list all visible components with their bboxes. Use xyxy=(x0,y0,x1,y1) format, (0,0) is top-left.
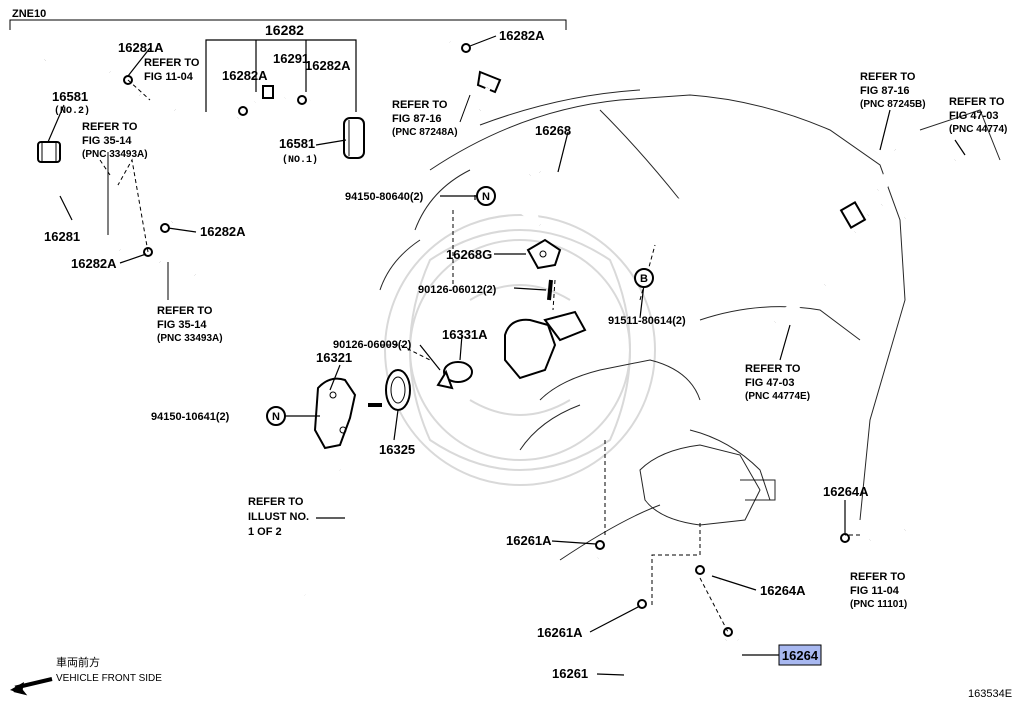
tee-16291 xyxy=(254,85,286,106)
label-16261A-top: 16261A xyxy=(506,533,552,548)
svg-text:N: N xyxy=(482,191,490,203)
label-16581-no1-sub: (NO.1) xyxy=(282,154,318,166)
model-code: ZNE10 xyxy=(12,8,46,20)
label-16282A-mid: 16282A xyxy=(305,58,351,73)
hose-16282 xyxy=(168,37,451,224)
clamp-16581-no1 xyxy=(343,117,365,159)
label-94150-80640: 94150-80640(2) xyxy=(345,191,424,203)
ref-fig-47-03-right: REFER TO FIG 47-03 (PNC 44774) xyxy=(949,96,1007,135)
label-16282A-a: 16282A xyxy=(200,224,246,239)
front-side-jp: 車両前方 xyxy=(56,655,100,669)
label-16581-no1: 16581 xyxy=(279,136,315,151)
label-16261: 16261 xyxy=(552,666,588,681)
label-16325: 16325 xyxy=(379,442,415,457)
valve-fitting xyxy=(476,70,502,111)
ref-fig-47-03-mid: REFER TO FIG 47-03 (PNC 44774E) xyxy=(745,363,810,402)
marker-b: B xyxy=(634,268,654,288)
outlet-16321 xyxy=(313,377,357,450)
label-16281: 16281 xyxy=(44,229,80,244)
engine-outline xyxy=(379,89,1001,561)
label-16264A-top: 16264A xyxy=(823,484,869,499)
gasket-16268G xyxy=(526,238,562,270)
hose-lower-ref xyxy=(303,468,380,608)
ref-fig-87-16-left: REFER TO FIG 87-16 (PNC 87248A) xyxy=(392,99,458,138)
ref-fig-87-16-right: REFER TO FIG 87-16 (PNC 87245B) xyxy=(860,71,926,110)
pipe-16268 xyxy=(517,169,884,291)
svg-text:B: B xyxy=(640,273,648,285)
label-16291: 16291 xyxy=(273,51,309,66)
gasket-16325 xyxy=(385,369,411,411)
label-16264A-mid: 16264A xyxy=(760,583,806,598)
label-16321: 16321 xyxy=(316,350,352,365)
ref-illust-1-of-2: REFER TO ILLUST NO. 1 OF 2 xyxy=(248,496,312,538)
ref-fig-11-04-top: REFER TO FIG 11-04 xyxy=(144,57,202,83)
vehicle-front-indicator: 車両前方 VEHICLE FRONT SIDE xyxy=(10,655,162,696)
label-16282A-left: 16282A xyxy=(222,68,268,83)
hose-16264 xyxy=(712,524,907,672)
label-16268G: 16268G xyxy=(446,247,492,262)
thermostat-16331A xyxy=(436,361,473,390)
ref-fig-11-04-bottom: REFER TO FIG 11-04 (PNC 11101) xyxy=(850,571,908,610)
front-side-en: VEHICLE FRONT SIDE xyxy=(56,673,162,684)
inlet-housing xyxy=(504,310,587,380)
ref-fig-35-14-top: REFER TO FIG 35-14 (PNC 33493A) xyxy=(82,121,148,160)
label-16581-no2-sub: (NO.2) xyxy=(54,105,90,117)
label-90126-06009: 90126-06009(2) xyxy=(333,339,412,351)
label-16268: 16268 xyxy=(535,123,571,138)
label-16282: 16282 xyxy=(265,22,304,38)
label-16281A: 16281A xyxy=(118,40,164,55)
svg-text:N: N xyxy=(272,411,280,423)
label-91511-80614: 91511-80614(2) xyxy=(608,315,686,327)
label-16264: 16264 xyxy=(782,648,819,663)
marker-n-upper: N xyxy=(476,186,496,206)
hose-16261 xyxy=(586,557,644,696)
ref-fig-35-14-bottom: REFER TO FIG 35-14 (PNC 33493A) xyxy=(157,305,223,344)
label-94150-10641: 94150-10641(2) xyxy=(151,411,230,423)
label-16261A-bot: 16261A xyxy=(537,625,583,640)
label-16581-no2: 16581 xyxy=(52,89,88,104)
group-bracket xyxy=(9,19,567,30)
label-16282A-b: 16282A xyxy=(71,256,117,271)
marker-n-lower: N xyxy=(266,406,286,426)
clamp-16581-no2 xyxy=(37,141,61,163)
label-16282A-top-right: 16282A xyxy=(499,28,545,43)
label-90126-06012: 90126-06012(2) xyxy=(418,284,497,296)
pipe-16281 xyxy=(21,49,122,253)
figure-code: 163534E xyxy=(968,688,1012,700)
bolt-90126-06012 xyxy=(547,279,553,301)
highlight-16264[interactable]: 16264 xyxy=(778,644,822,666)
label-16331A: 16331A xyxy=(442,327,488,342)
watermark-emblem xyxy=(384,214,656,486)
